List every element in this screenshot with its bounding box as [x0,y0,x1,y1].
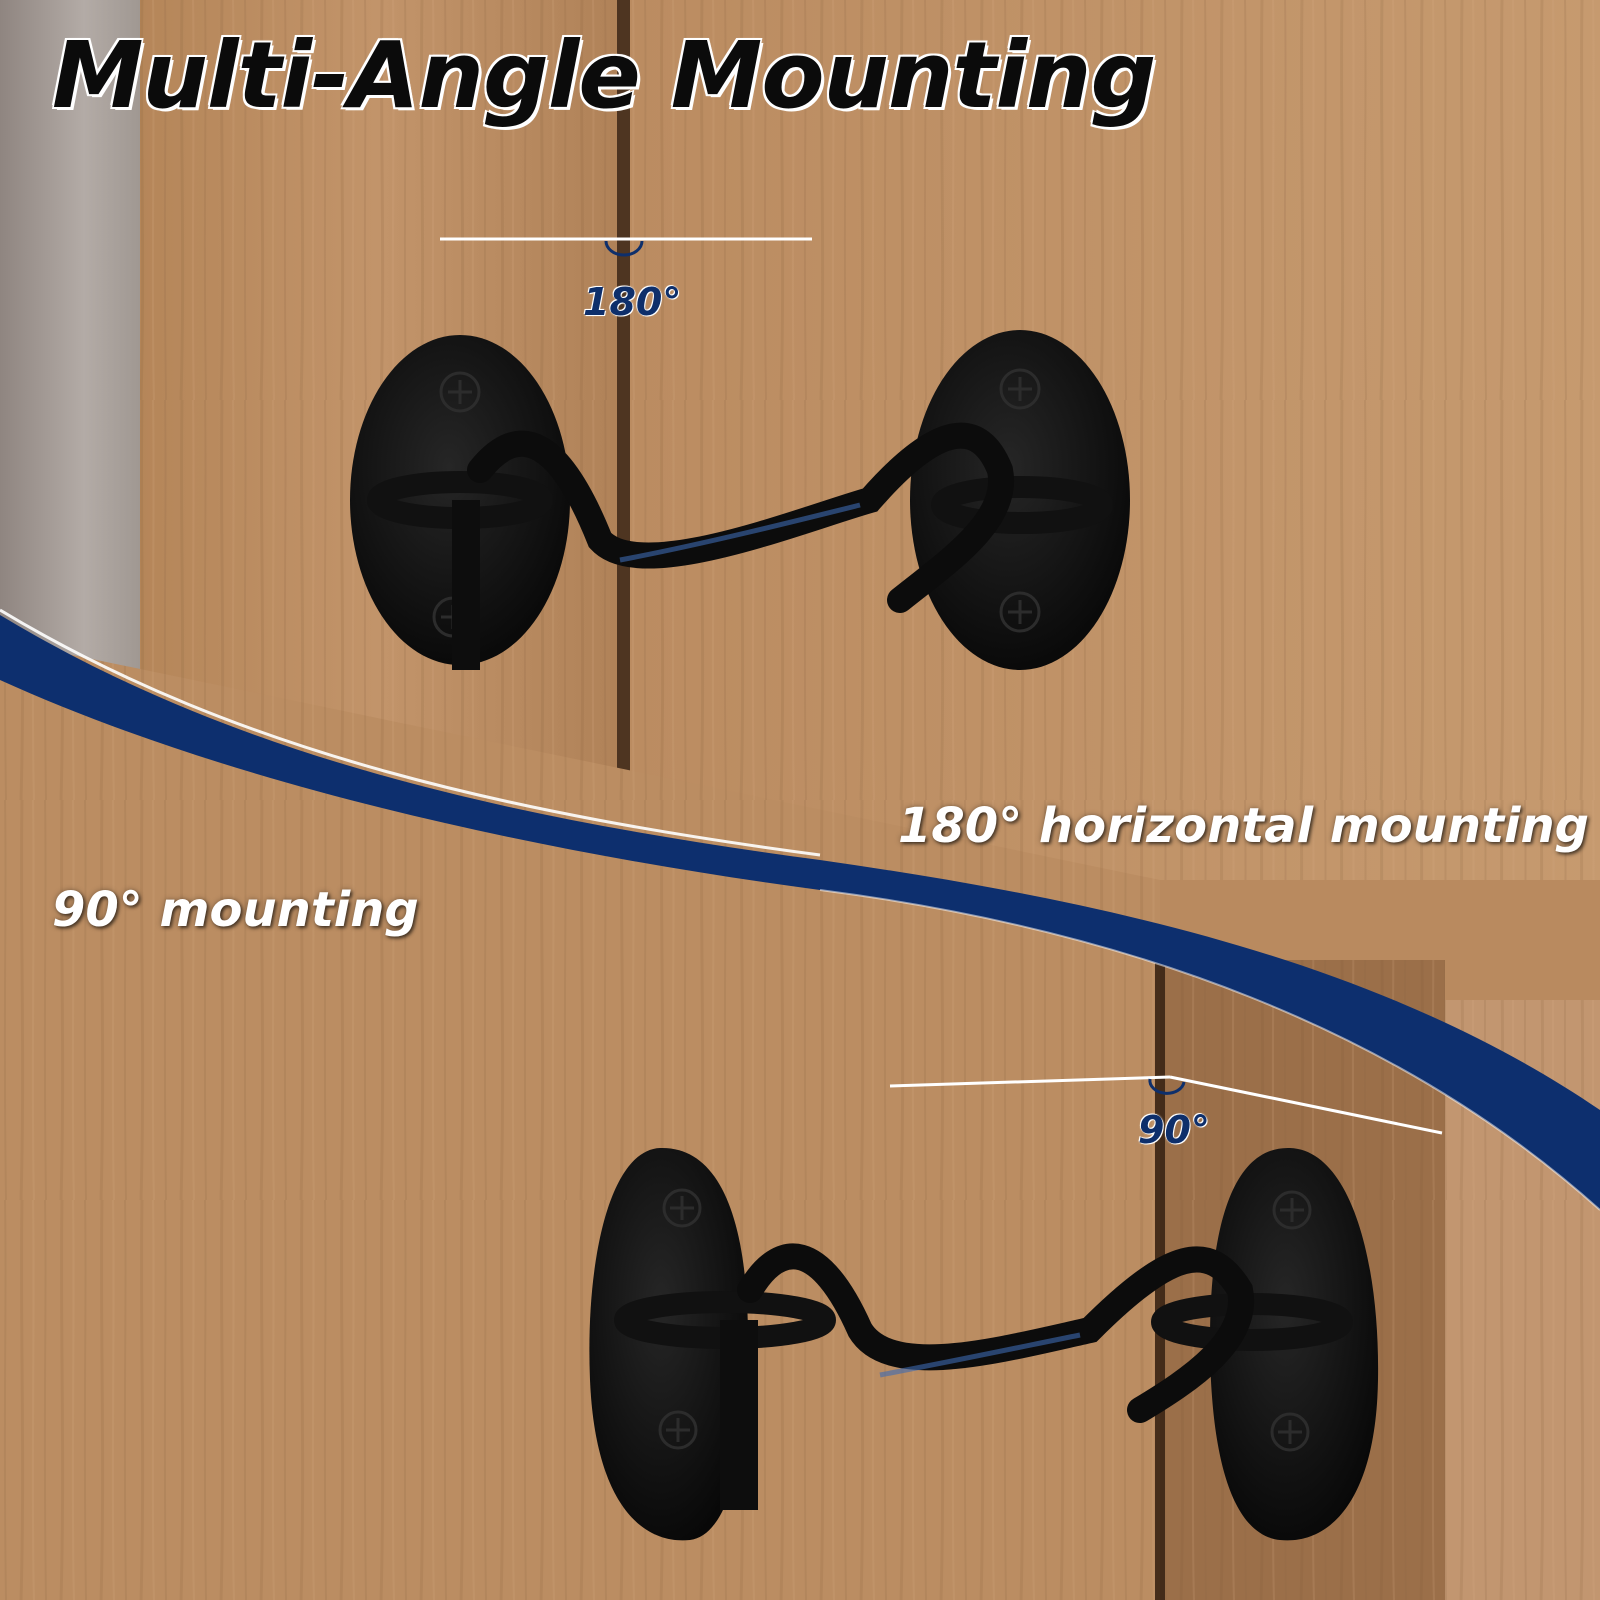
bottom-hook-latch [589,1147,1379,1541]
angle-label-90: 90° [1138,1108,1210,1152]
page-title: Multi-Angle Mounting [52,22,1156,129]
caption-90-mounting: 90° mounting [52,882,419,938]
angle-label-180: 180° [583,280,682,324]
caption-180-horizontal: 180° horizontal mounting [898,798,1590,854]
top-door-gap [617,0,630,860]
angle-indicator-90 [889,1075,1443,1135]
top-hook-latch [350,330,1130,670]
angle-indicator-180 [440,237,812,257]
top-wall [0,0,140,700]
